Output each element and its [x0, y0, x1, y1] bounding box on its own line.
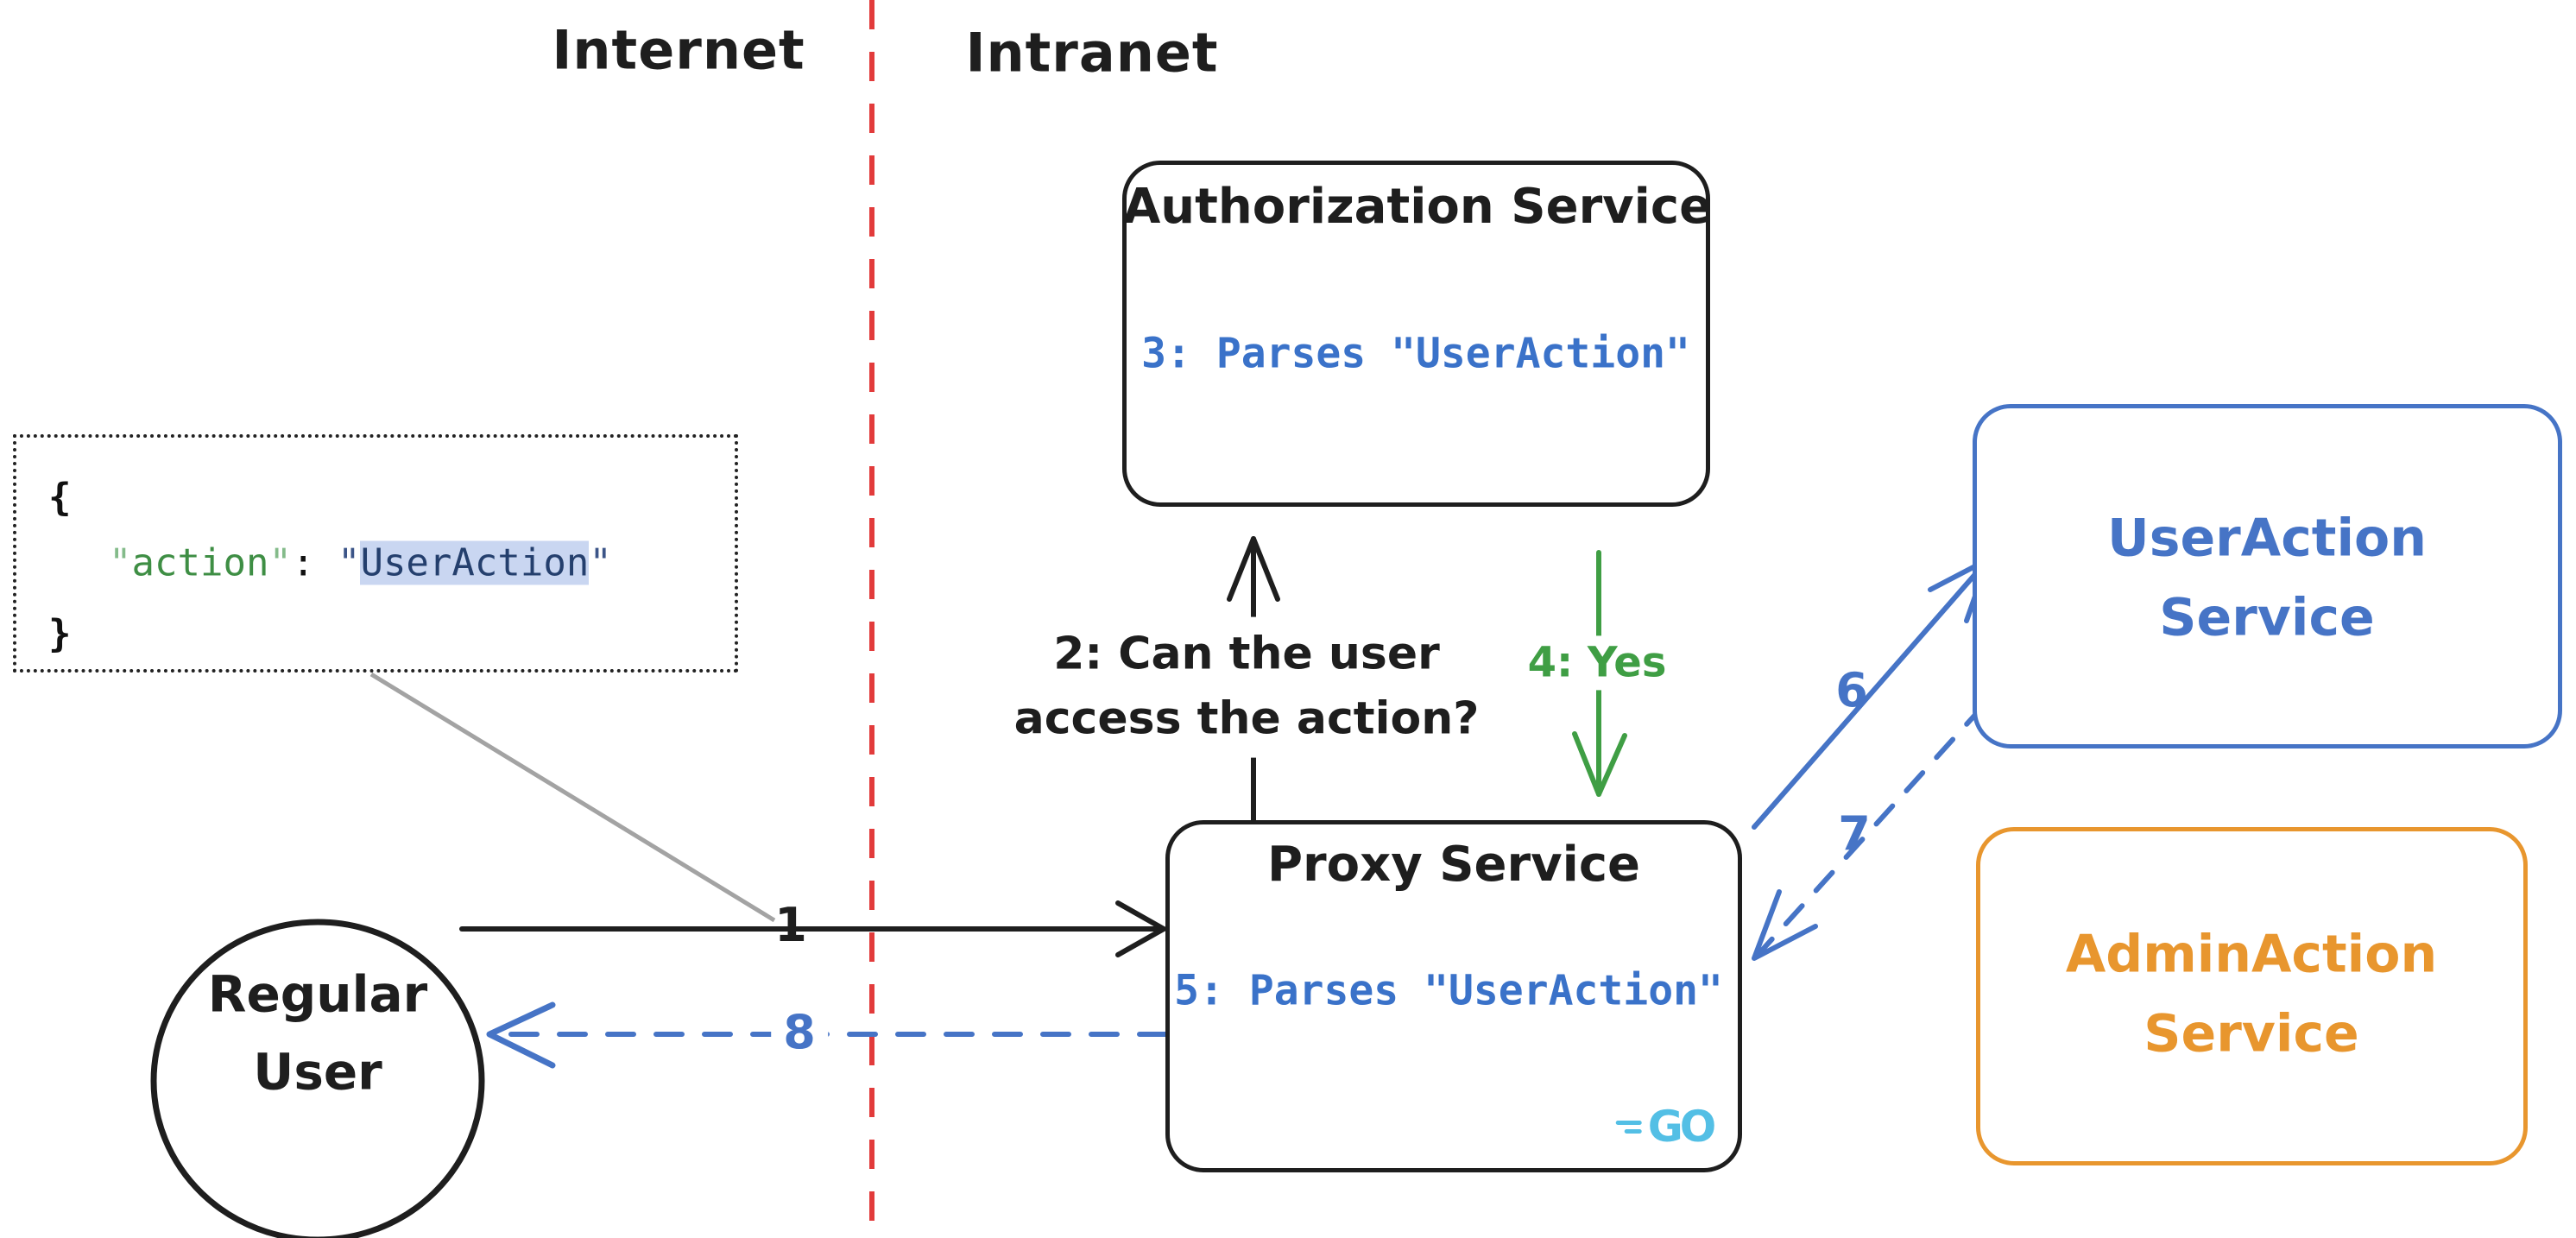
authorization-service-box: [1122, 161, 1710, 507]
arrow-from-useraction-head: [1752, 889, 1818, 961]
go-logo-text: GO: [1647, 1102, 1717, 1152]
edge-label-7: 7: [1838, 805, 1871, 861]
arrow-request-head: [1115, 900, 1166, 957]
zone-label-intranet: Intranet: [965, 21, 1219, 85]
json-colon: :: [291, 540, 315, 585]
proxy-service-code: 5: Parses "UserAction": [1174, 966, 1723, 1015]
edge-label-8: 8: [771, 1001, 828, 1064]
arrow-auth-check-head: [1227, 536, 1280, 602]
json-close-brace: }: [48, 611, 72, 656]
adminaction-service-title-line2: Service: [2144, 1003, 2359, 1064]
regular-user-label-line1: Regular: [207, 964, 428, 1024]
useraction-service-box: [1973, 404, 2562, 748]
proxy-service-title: Proxy Service: [1266, 836, 1641, 893]
zone-label-internet: Internet: [552, 18, 805, 82]
edge-label-6: 6: [1835, 662, 1868, 717]
proxy-service-box: [1165, 820, 1742, 1172]
arrow-response-head: [486, 1001, 556, 1069]
json-value-highlighted: UserAction: [360, 540, 590, 585]
adminaction-service-box: [1976, 827, 2528, 1165]
json-action-line: "action": "UserAction": [109, 540, 612, 585]
edge-label-2-line1: 2: Can the user: [1053, 628, 1440, 680]
edge-label-1: 1: [774, 897, 807, 952]
json-value-close-quote: ": [589, 540, 612, 585]
regular-user-circle: [150, 919, 485, 1238]
json-key-open-quote: ": [109, 540, 132, 585]
json-open-brace: {: [48, 475, 72, 520]
useraction-service-title-line2: Service: [2159, 587, 2375, 648]
go-logo-speed-lines: [1615, 1120, 1642, 1134]
arrow-from-useraction-line: [1757, 704, 1986, 956]
edge-label-2-line2: access the action?: [1013, 693, 1480, 745]
json-key: action: [131, 540, 269, 585]
authorization-service-code: 3: Parses "UserAction": [1141, 329, 1690, 378]
edge-label-4: 4: Yes: [1515, 635, 1679, 691]
authorization-service-title: Authorization Service: [1122, 178, 1713, 235]
go-logo-icon: GO: [1615, 1102, 1717, 1152]
arrow-to-useraction-line: [1752, 557, 1991, 830]
json-space: [314, 541, 338, 585]
json-pointer-line: [369, 672, 776, 923]
adminaction-service-title-line1: AdminAction: [2065, 924, 2438, 985]
arrow-auth-yes-head: [1572, 731, 1627, 797]
json-value-open-quote: ": [337, 540, 361, 585]
useraction-service-title-line1: UserAction: [2107, 508, 2427, 569]
json-snippet-box: { "action": "UserAction" }: [13, 434, 738, 673]
edge-label-2: 2: Can the user access the action?: [1000, 616, 1493, 758]
regular-user-label-line2: User: [253, 1042, 382, 1102]
json-key-close-quote: ": [268, 540, 292, 585]
